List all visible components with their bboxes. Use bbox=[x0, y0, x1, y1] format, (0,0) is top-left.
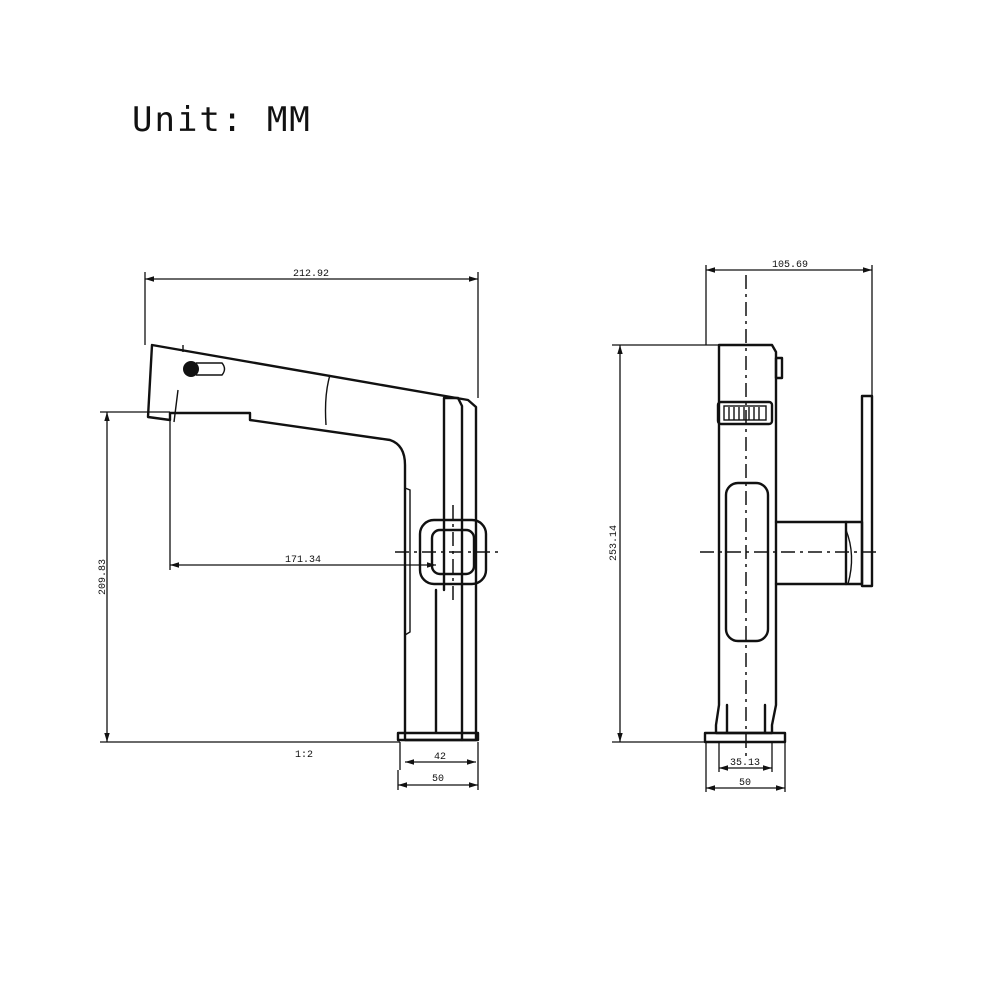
dim-overall-width-label: 212.92 bbox=[293, 269, 329, 280]
front-view-body bbox=[714, 343, 778, 735]
dim-overall-height-label: 253.14 bbox=[609, 525, 620, 561]
dim-base-width-label: 50 bbox=[432, 774, 444, 785]
front-view-handle-lever bbox=[774, 520, 848, 586]
scale-label: 1:2 bbox=[295, 750, 313, 761]
front-view-handle-cap bbox=[844, 520, 864, 586]
side-view: 212.92 209.83 171.34 1:2 42 50 bbox=[98, 269, 500, 790]
dim-spout-height-label: 209.83 bbox=[98, 559, 109, 595]
dim-overall-depth-label: 105.69 bbox=[772, 260, 808, 271]
side-view-aerator-edge bbox=[173, 389, 179, 423]
front-view-aerator-inner bbox=[723, 405, 767, 421]
side-view-button-icon bbox=[183, 361, 199, 377]
front-view-handle-cap-curve bbox=[845, 529, 853, 585]
dim-front-base-width-label: 50 bbox=[739, 778, 751, 789]
dim-body-width-label: 42 bbox=[434, 752, 446, 763]
dim-spout-reach-label: 171.34 bbox=[285, 555, 321, 566]
dim-overall-width-extension bbox=[144, 272, 479, 398]
side-view-front-strip bbox=[404, 487, 411, 636]
front-view-side-button bbox=[774, 356, 784, 380]
side-view-button-slot bbox=[196, 362, 226, 376]
front-view-window bbox=[724, 481, 770, 643]
dim-spout-height-extension bbox=[100, 411, 400, 743]
side-view-base bbox=[396, 588, 480, 742]
front-view: 105.69 253.14 35.13 50 bbox=[609, 260, 880, 792]
front-view-handle-plate bbox=[860, 394, 874, 588]
side-view-spout-joint bbox=[324, 374, 331, 426]
unit-title: Unit: MM bbox=[132, 100, 312, 140]
front-view-aerator bbox=[716, 400, 774, 426]
dim-overall-height-extension bbox=[612, 344, 719, 743]
dim-overall-depth-extension bbox=[705, 265, 873, 396]
dim-front-body-width-label: 35.13 bbox=[730, 758, 760, 769]
dim-front-base-width-extension bbox=[705, 742, 786, 792]
front-view-aerator-grille-icon bbox=[728, 407, 760, 420]
side-view-body-outline bbox=[146, 343, 478, 742]
dim-body-width-extension bbox=[399, 742, 479, 770]
